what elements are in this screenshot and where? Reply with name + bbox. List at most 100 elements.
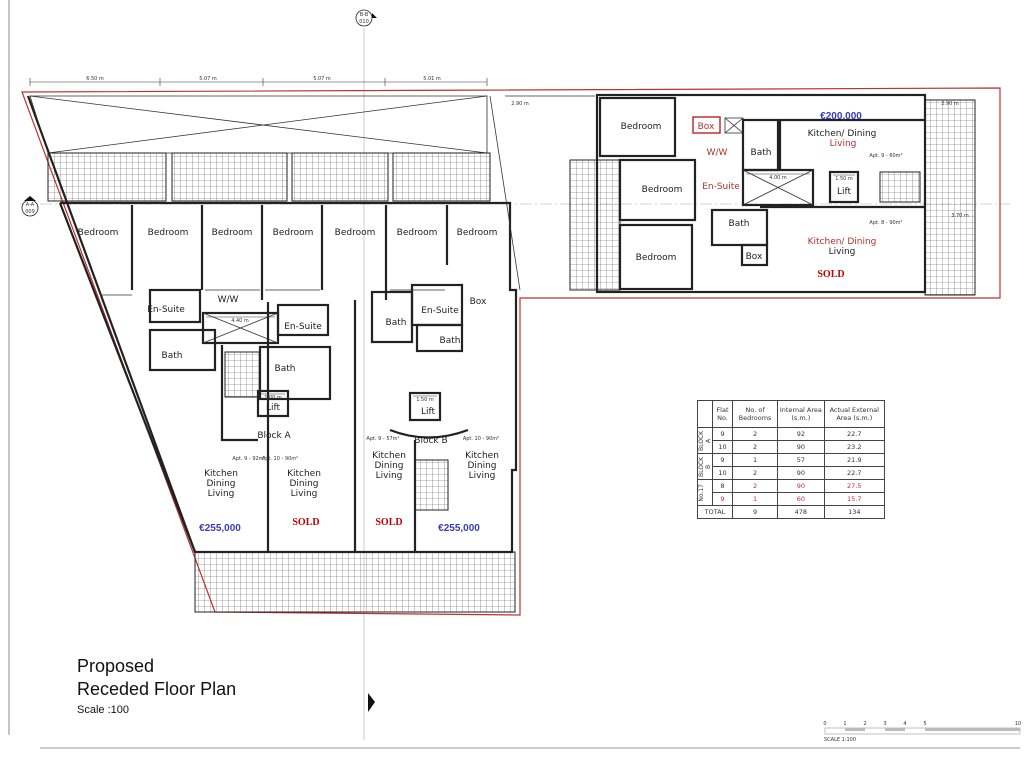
svg-text:Bedroom: Bedroom — [273, 228, 314, 238]
svg-text:Lift: Lift — [421, 407, 436, 417]
svg-text:Bedroom: Bedroom — [642, 185, 683, 195]
svg-text:2.90 m: 2.90 m — [941, 101, 959, 107]
svg-text:Lift: Lift — [837, 187, 852, 197]
svg-text:Living: Living — [829, 247, 856, 257]
price-block-a-apt9: €255,000 — [199, 523, 241, 534]
sold-no17-apt8: SOLD — [817, 269, 844, 280]
sold-block-b-apt9: SOLD — [375, 517, 402, 528]
svg-text:Kitchen/ Dining: Kitchen/ Dining — [808, 237, 877, 247]
core-dimensions: 4.40 m 1.00 m 1.50 m 4.00 m 1.50 m — [206, 173, 855, 403]
svg-text:10: 10 — [1015, 721, 1021, 727]
svg-text:Bedroom: Bedroom — [636, 253, 677, 263]
svg-text:1: 1 — [843, 721, 846, 727]
lift-a-dimension: 1.00 m — [264, 395, 282, 401]
svg-text:2.90 m: 2.90 m — [511, 101, 529, 107]
svg-text:Bedroom: Bedroom — [78, 228, 119, 238]
right-room-labels: Bedroom Bedroom Bedroom Box W/W En-Suite… — [511, 101, 969, 280]
svg-text:Box: Box — [746, 252, 763, 262]
svg-text:Bedroom: Bedroom — [397, 228, 438, 238]
svg-text:Bedroom: Bedroom — [148, 228, 189, 238]
svg-text:010: 010 — [359, 19, 369, 25]
svg-text:Dining: Dining — [289, 479, 318, 489]
terrace — [392, 152, 491, 202]
drawing-title-line1: Proposed — [77, 656, 155, 676]
left-room-labels: Bedroom Bedroom Bedroom Bedroom Bedroom … — [78, 228, 500, 534]
svg-text:Bedroom: Bedroom — [212, 228, 253, 238]
top-dimension-chain: 6.50 m 5.07 m 5.07 m 5.01 m — [29, 76, 488, 86]
svg-text:6.50 m: 6.50 m — [86, 76, 104, 82]
price-block-b-apt10: €255,000 — [438, 523, 480, 534]
svg-text:Bedroom: Bedroom — [621, 122, 662, 132]
svg-text:B-B: B-B — [360, 12, 369, 18]
right-building — [489, 93, 976, 296]
price-no17-apt9: €200,000 — [820, 111, 862, 122]
svg-text:Bedroom: Bedroom — [335, 228, 376, 238]
svg-text:Apt. 10 - 90m²: Apt. 10 - 90m² — [463, 436, 499, 442]
section-marker-b-b: B-B 010 — [355, 9, 377, 740]
shaft-right-dimension: 4.00 m — [769, 175, 787, 181]
svg-text:Kitchen: Kitchen — [465, 451, 499, 461]
drawing-scale: Scale :100 — [77, 704, 129, 716]
terrace — [194, 551, 516, 613]
svg-text:Bedroom: Bedroom — [457, 228, 498, 238]
svg-text:En-Suite: En-Suite — [147, 305, 185, 315]
svg-text:4: 4 — [903, 721, 906, 727]
svg-text:Bath: Bath — [386, 318, 407, 328]
svg-text:3.70 m: 3.70 m — [951, 213, 969, 219]
scale-bar: 0 1 2 3 4 5 10 SCALE 1:100 — [823, 721, 1021, 743]
svg-text:Dining: Dining — [374, 461, 403, 471]
svg-text:Apt. 9 - 92m²: Apt. 9 - 92m² — [232, 456, 265, 462]
svg-text:5.07 m: 5.07 m — [313, 76, 331, 82]
svg-text:En-Suite: En-Suite — [284, 322, 322, 332]
svg-text:009: 009 — [25, 209, 35, 215]
svg-text:W/W: W/W — [707, 148, 728, 158]
svg-text:Bath: Bath — [440, 336, 461, 346]
svg-text:W/W: W/W — [218, 295, 239, 305]
svg-text:Block B: Block B — [414, 436, 447, 446]
svg-text:5.07 m: 5.07 m — [199, 76, 217, 82]
terrace — [171, 152, 288, 202]
terrace — [47, 152, 167, 202]
drawing-title-line2: Receded Floor Plan — [77, 679, 237, 699]
svg-text:Kitchen: Kitchen — [372, 451, 406, 461]
svg-text:Living: Living — [469, 471, 496, 481]
svg-text:Apt. 9 - 60m²: Apt. 9 - 60m² — [869, 153, 902, 159]
svg-text:3: 3 — [883, 721, 886, 727]
svg-text:Kitchen: Kitchen — [204, 469, 238, 479]
svg-text:Bath: Bath — [275, 364, 296, 374]
svg-text:Block A: Block A — [257, 431, 291, 441]
svg-text:Living: Living — [830, 139, 857, 149]
svg-text:Bath: Bath — [751, 148, 772, 158]
svg-text:Apt. 8 - 90m²: Apt. 8 - 90m² — [869, 220, 902, 226]
svg-text:Bath: Bath — [729, 219, 750, 229]
svg-text:En-Suite: En-Suite — [421, 306, 459, 316]
left-building — [26, 95, 518, 613]
shaft-a-dimension: 4.40 m — [231, 318, 249, 324]
svg-text:Kitchen/ Dining: Kitchen/ Dining — [808, 129, 877, 139]
svg-text:Lift: Lift — [266, 403, 281, 413]
svg-text:Kitchen: Kitchen — [287, 469, 321, 479]
svg-text:En-Suite: En-Suite — [702, 182, 740, 192]
svg-text:Box: Box — [698, 122, 715, 132]
svg-text:Bath: Bath — [162, 351, 183, 361]
lift-b-dimension: 1.50 m — [416, 397, 434, 403]
svg-text:5.01 m: 5.01 m — [423, 76, 441, 82]
svg-text:2: 2 — [863, 721, 866, 727]
svg-text:Apt. 9 - 57m²: Apt. 9 - 57m² — [366, 436, 399, 442]
svg-text:Dining: Dining — [467, 461, 496, 471]
svg-text:SCALE 1:100: SCALE 1:100 — [824, 737, 856, 743]
svg-text:Apt. 10 - 90m²: Apt. 10 - 90m² — [262, 456, 298, 462]
svg-text:Living: Living — [291, 489, 318, 499]
svg-text:Box: Box — [470, 297, 487, 307]
svg-text:Living: Living — [376, 471, 403, 481]
area-schedule-table: Flat No. No. of Bedrooms Internal Area (… — [697, 400, 886, 519]
svg-text:Living: Living — [208, 489, 235, 499]
